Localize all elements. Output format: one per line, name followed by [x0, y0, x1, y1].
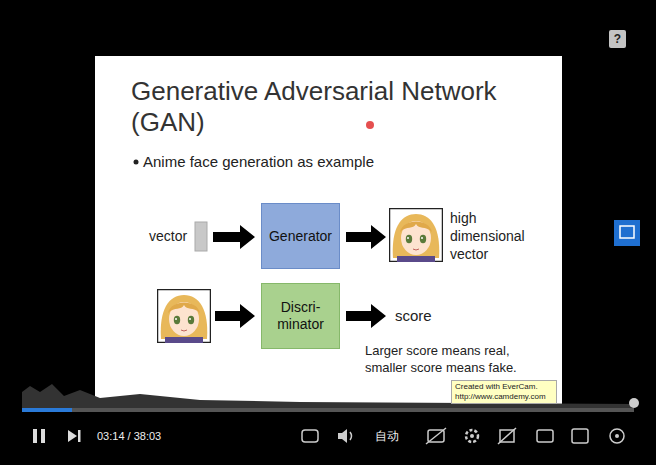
pause-icon — [41, 429, 45, 443]
settings-icon — [466, 430, 478, 442]
volume-icon — [350, 432, 352, 440]
slide — [95, 56, 562, 408]
note-text: Larger score means real, smaller score m… — [365, 342, 555, 376]
progress-handle — [629, 398, 639, 408]
volume-icon — [338, 429, 347, 443]
output-label: score — [395, 306, 455, 326]
node-text: Created with EverCam. — [455, 382, 553, 392]
side-button-icon — [620, 226, 634, 238]
loop-icon — [498, 428, 516, 444]
output-label: high dimensional vector — [450, 209, 542, 263]
help-button: ? — [609, 30, 626, 48]
fullscreen-icon — [572, 429, 588, 443]
bullet-text: Anime face generation as example — [143, 152, 443, 172]
progress-played — [22, 408, 72, 412]
node-text: Discri- minator — [266, 299, 335, 333]
subtitle-icon — [426, 428, 446, 444]
progress-track — [22, 408, 634, 412]
process-box: Generator — [261, 203, 340, 269]
bullet — [134, 160, 139, 165]
process-box: Discri- minator — [261, 283, 340, 349]
radiation-icon — [615, 434, 619, 438]
arrow — [213, 225, 255, 249]
quality-button: 自动 — [375, 428, 409, 444]
input-label: vector — [149, 227, 193, 245]
next-icon — [78, 430, 81, 442]
vector-bar — [195, 222, 207, 251]
widescreen-icon — [537, 430, 553, 442]
pause-icon — [33, 429, 37, 443]
radiation-icon — [610, 429, 624, 443]
arrow — [346, 225, 386, 249]
pointer-dot — [366, 121, 374, 129]
node-text: ? — [610, 32, 625, 46]
arrow — [346, 304, 386, 328]
settings-icon — [470, 434, 474, 438]
face-image — [390, 209, 443, 263]
node-text: Generator — [266, 228, 335, 245]
arrow — [215, 304, 255, 328]
danmaku-icon — [302, 430, 318, 442]
next-icon — [68, 430, 77, 442]
slide-title: Generative Adversarial Network (GAN) — [131, 76, 531, 138]
node-text: http://www.camdemy.com — [455, 392, 553, 402]
time-display: 03:14 / 38:03 — [97, 429, 197, 443]
side-button — [614, 220, 640, 246]
face-image — [158, 290, 211, 344]
watermark-box: Created with EverCam.http://www.camdemy.… — [451, 380, 557, 404]
